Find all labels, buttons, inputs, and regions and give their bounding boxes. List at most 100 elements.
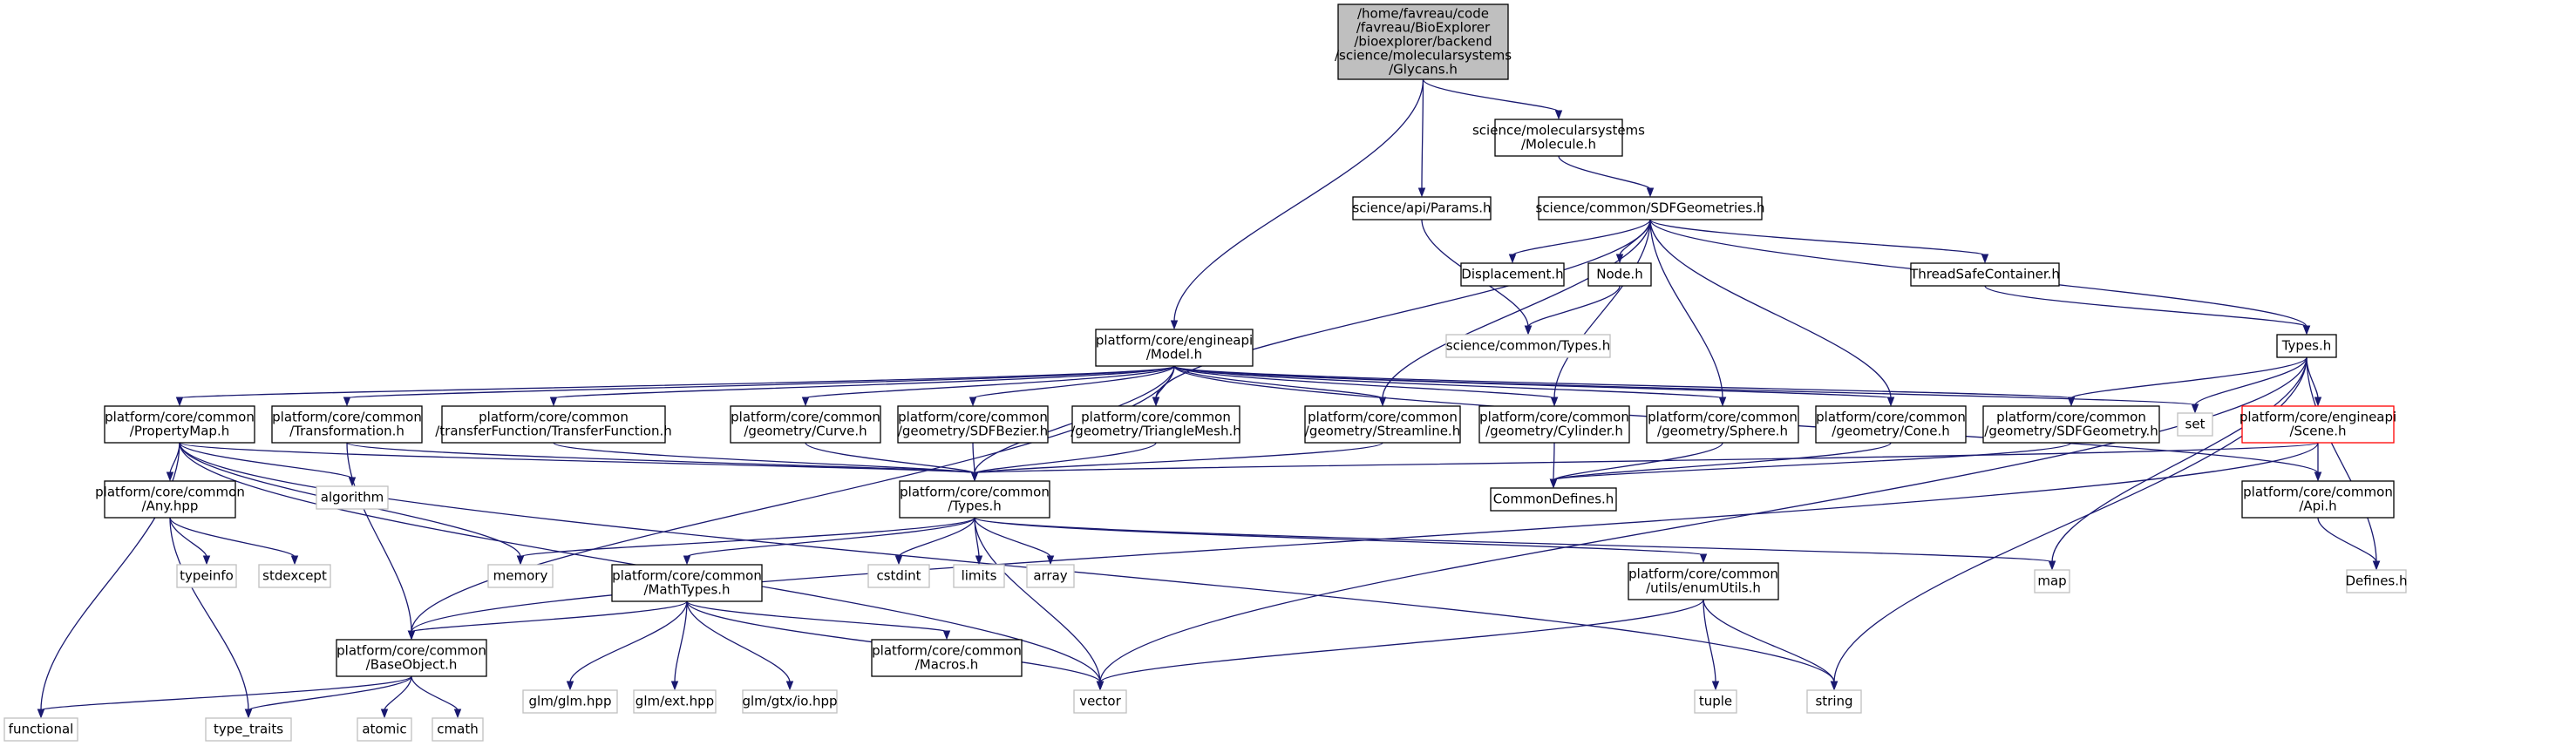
node-label-typeinfo-0: typeinfo	[180, 568, 234, 584]
node-box-typesh	[2276, 334, 2337, 358]
node-sdfgeometry[interactable]: platform/core/common/geometry/SDFGeometr…	[1982, 405, 2160, 444]
node-sphere[interactable]: platform/core/common/geometry/Sphere.h	[1646, 405, 1799, 444]
node-tuple[interactable]: tuple	[1694, 689, 1737, 714]
node-label-glycans-4: /Glycans.h	[1389, 62, 1458, 78]
node-label-baseobject-0: platform/core/common	[336, 643, 486, 659]
node-enumutils[interactable]: platform/core/common/utils/enumUtils.h	[1628, 562, 1779, 600]
arrowhead-mathtypes-to-glmglm	[566, 681, 574, 691]
node-defines[interactable]: Defines.h	[2345, 569, 2408, 593]
node-label-string-0: string	[1815, 694, 1852, 709]
node-box-limits	[953, 564, 1005, 588]
arrowhead-model-to-sdfbezier	[969, 397, 977, 407]
node-label-commontypes-1: /Types.h	[948, 498, 1002, 514]
node-cmath[interactable]: cmath	[432, 717, 484, 742]
edge-mathtypes-to-glmext	[674, 600, 688, 683]
node-threadsafe[interactable]: ThreadSafeContainer.h	[1909, 262, 2060, 287]
node-molecule[interactable]: science/molecularsystems/Molecule.h	[1472, 119, 1645, 157]
node-macros[interactable]: platform/core/common/Macros.h	[871, 639, 1023, 677]
node-box-glycans	[1337, 3, 1509, 80]
node-limits[interactable]: limits	[953, 564, 1005, 588]
node-commondefines[interactable]: CommonDefines.h	[1490, 487, 1617, 512]
arrowhead-commontypes-to-mathtypes	[683, 555, 691, 566]
node-array[interactable]: array	[1026, 564, 1075, 588]
edge-model-to-streamline	[1173, 365, 1383, 399]
node-transformation[interactable]: platform/core/common/Transformation.h	[271, 405, 423, 444]
node-box-tuple	[1694, 689, 1737, 714]
node-cylinder[interactable]: platform/core/common/geometry/Cylinder.h	[1478, 405, 1630, 444]
edge-commontypes-to-cstdint	[898, 517, 975, 558]
node-label-propertymap-0: platform/core/common	[105, 410, 255, 425]
node-label-macros-1: /Macros.h	[915, 657, 979, 673]
arrowhead-baseobject-to-typetraits	[244, 709, 253, 719]
node-scene[interactable]: platform/core/engineapi/Scene.h	[2240, 405, 2396, 444]
node-label-model-1: /Model.h	[1146, 347, 1202, 363]
node-params[interactable]: science/api/Params.h	[1352, 196, 1492, 220]
node-string[interactable]: string	[1806, 689, 1862, 714]
node-cone[interactable]: platform/core/common/geometry/Cone.h	[1815, 405, 1967, 444]
node-box-threadsafe	[1910, 262, 2060, 287]
node-baseobject[interactable]: platform/core/common/BaseObject.h	[336, 639, 487, 677]
node-box-macros	[871, 639, 1023, 677]
node-box-glmglm	[522, 689, 618, 714]
arrowhead-glycans-to-model	[1170, 320, 1179, 330]
node-algorithm[interactable]: algorithm	[316, 485, 389, 510]
node-node[interactable]: Node.h	[1587, 262, 1652, 287]
node-glmgtx[interactable]: glm/gtx/io.hpp	[742, 689, 838, 714]
node-box-typeinfo	[176, 564, 237, 588]
node-typesh[interactable]: Types.h	[2276, 334, 2337, 358]
node-transferfn[interactable]: platform/core/common/transferFunction/Tr…	[435, 405, 672, 444]
arrowhead-typesh-to-sdfgeometry	[2067, 397, 2076, 407]
node-typeinfo[interactable]: typeinfo	[176, 564, 237, 588]
node-streamline[interactable]: platform/core/common/geometry/Streamline…	[1304, 405, 1461, 444]
node-label-model-0: platform/core/engineapi	[1096, 333, 1253, 349]
node-map[interactable]: map	[2034, 569, 2070, 593]
arrowhead-model-to-curve	[801, 397, 810, 407]
node-propertymap[interactable]: platform/core/common/PropertyMap.h	[104, 405, 255, 444]
node-label-glmext-0: glm/ext.hpp	[636, 694, 714, 709]
node-glmext[interactable]: glm/ext.hpp	[633, 689, 717, 714]
edge-model-to-transformation	[346, 365, 1175, 399]
node-model[interactable]: platform/core/engineapi/Model.h	[1095, 329, 1254, 367]
edge-model-to-sphere	[1173, 365, 1723, 399]
node-set[interactable]: set	[2177, 412, 2213, 437]
node-scitypes[interactable]: science/common/Types.h	[1445, 334, 1611, 358]
node-mathtypes[interactable]: platform/core/common/MathTypes.h	[611, 564, 763, 602]
node-trianglemesh[interactable]: platform/core/common/geometry/TriangleMe…	[1071, 405, 1241, 444]
node-box-atomic	[357, 717, 412, 742]
node-box-cone	[1815, 405, 1967, 444]
node-anyhpp[interactable]: platform/core/common/Any.hpp	[95, 480, 245, 519]
node-glycans[interactable]: /home/favreau/code/favreau/BioExplorer/b…	[1335, 3, 1512, 80]
node-box-set	[2177, 412, 2213, 437]
node-stdexcept[interactable]: stdexcept	[258, 564, 331, 588]
node-atomic[interactable]: atomic	[357, 717, 412, 742]
node-displacement[interactable]: Displacement.h	[1460, 262, 1565, 287]
node-memory[interactable]: memory	[487, 564, 554, 588]
node-label-cylinder-0: platform/core/common	[1479, 410, 1629, 425]
node-sdfbezier[interactable]: platform/core/common/geometry/SDFBezier.…	[897, 405, 1049, 444]
node-label-sdfbezier-0: platform/core/common	[898, 410, 1048, 425]
node-label-streamline-1: /geometry/Streamline.h	[1305, 424, 1460, 439]
edge-cylinder-to-commondefines	[1553, 442, 1555, 481]
edge-sdfgeometry-to-commondefines	[1553, 442, 2072, 481]
node-api[interactable]: platform/core/common/Api.h	[2241, 480, 2395, 519]
node-cstdint[interactable]: cstdint	[867, 564, 930, 588]
node-typetraits[interactable]: type_traits	[205, 717, 292, 742]
node-sdfgeometries[interactable]: science/common/SDFGeometries.h	[1536, 196, 1765, 220]
node-box-typetraits	[205, 717, 292, 742]
node-vector[interactable]: vector	[1073, 689, 1127, 714]
edge-sdfgeometries-to-displacement	[1512, 219, 1651, 256]
node-label-sdfgeometries-0: science/common/SDFGeometries.h	[1536, 200, 1765, 216]
node-curve[interactable]: platform/core/common/geometry/Curve.h	[730, 405, 881, 444]
edge-commontypes-to-memory	[520, 517, 975, 558]
node-commontypes[interactable]: platform/core/common/Types.h	[899, 480, 1050, 519]
node-label-cstdint-0: cstdint	[876, 568, 921, 584]
node-functional[interactable]: functional	[3, 717, 78, 742]
edge-api-to-defines	[2317, 517, 2377, 563]
node-glmglm[interactable]: glm/glm.hpp	[522, 689, 618, 714]
edge-commontypes-to-map	[974, 517, 2053, 563]
node-label-scene-1: /Scene.h	[2289, 424, 2346, 439]
node-box-transferfn	[441, 405, 666, 444]
arrowhead-sdfgeometries-to-displacement	[1508, 254, 1517, 264]
edge-model-to-sdfgeometry	[1173, 365, 2072, 399]
node-box-sdfgeometry	[1982, 405, 2160, 444]
